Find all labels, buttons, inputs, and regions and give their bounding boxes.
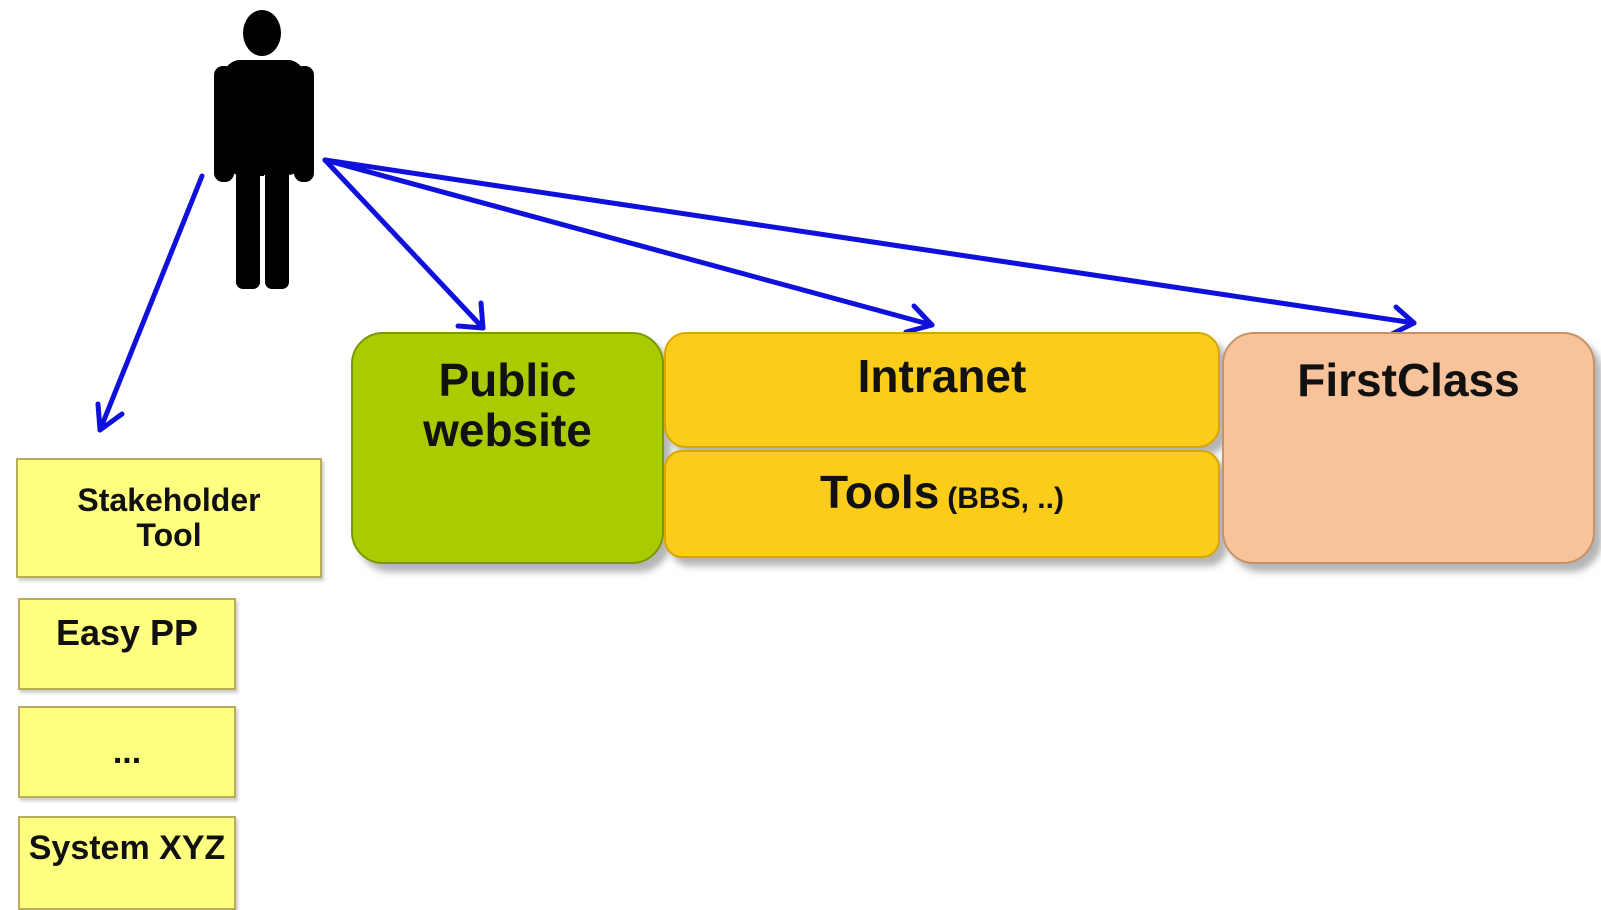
arrow-to-firstclass-head — [1389, 304, 1417, 337]
stakeholder-tool-label-line1: Stakeholder — [77, 482, 261, 519]
easy-pp-box: Easy PP — [18, 598, 236, 690]
system-xyz-box: System XYZ — [18, 816, 236, 910]
intranet-label: Intranet — [857, 350, 1027, 402]
arrow-to-intranet-head — [903, 303, 935, 335]
public-website-label-line2: website — [423, 403, 592, 456]
system-xyz-label: System XYZ — [28, 829, 226, 867]
stakeholder-tool-box: Stakeholder Tool — [16, 458, 322, 578]
intranet-box: Intranet — [664, 332, 1220, 448]
tools-label-row: Tools(BBS, ..) — [820, 466, 1064, 518]
tools-label: Tools — [820, 466, 940, 518]
easy-pp-label: Easy PP — [55, 612, 199, 653]
tools-box: Tools(BBS, ..) — [664, 450, 1220, 558]
firstclass-label: FirstClass — [1297, 354, 1520, 406]
ellipsis-box: ... — [18, 706, 236, 798]
person-icon — [214, 10, 314, 289]
arrow-to-intranet — [322, 157, 935, 328]
arrow-to-stakeholder-tool — [97, 173, 205, 433]
arrow-to-public-website-head — [455, 300, 486, 331]
public-website-label-line1: Public — [438, 354, 577, 406]
arrow-to-stakeholder-tool-head — [95, 401, 125, 433]
arrow-to-firstclass — [322, 157, 1417, 326]
stakeholder-tool-label-line2: Tool — [136, 517, 202, 553]
ellipsis-label: ... — [112, 732, 142, 771]
firstclass-box: FirstClass — [1222, 332, 1595, 564]
arrow-to-public-website — [322, 157, 486, 331]
tools-sublabel: (BBS, ..) — [947, 482, 1064, 515]
public-website-box: Public website — [351, 332, 664, 564]
